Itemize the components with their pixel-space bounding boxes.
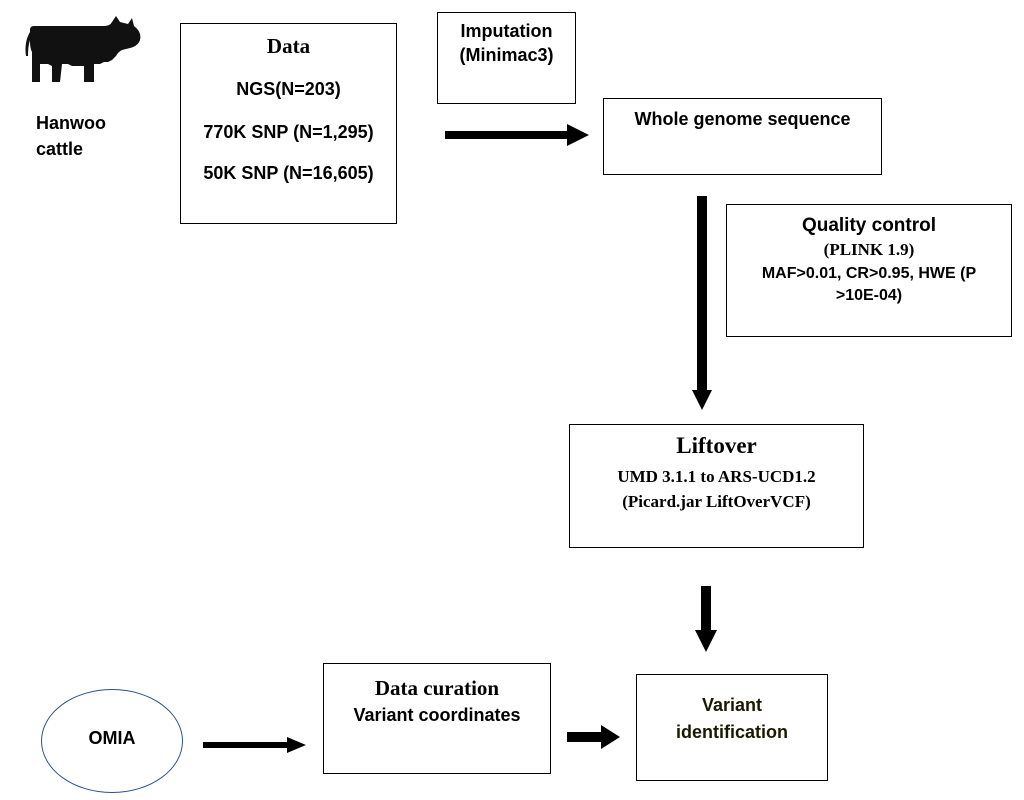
source-label-line1: Hanwoo — [36, 113, 106, 133]
omia-label: OMIA — [88, 728, 136, 748]
data-box: Data NGS(N=203) 770K SNP (N=1,295) 50K S… — [180, 23, 397, 224]
variant-identification-box: Variant identification — [636, 674, 828, 781]
liftover-box: Liftover UMD 3.1.1 to ARS-UCD1.2 (Picard… — [569, 424, 864, 548]
qc-tool: (PLINK 1.9) — [823, 240, 915, 259]
data-curation-box: Data curation Variant coordinates — [323, 663, 551, 774]
curation-subtitle: Variant coordinates — [353, 705, 521, 725]
qc-criteria-line2: >10E-04) — [835, 287, 903, 304]
imputation-line2: (Minimac3) — [459, 45, 554, 65]
arrow-data-to-wgs — [445, 124, 589, 146]
omia-node: OMIA — [41, 689, 183, 793]
data-box-line-770k: 770K SNP (N=1,295) — [203, 122, 374, 142]
qc-title: Quality control — [801, 215, 937, 236]
liftover-line1: UMD 3.1.1 to ARS-UCD1.2 — [617, 467, 816, 486]
identification-line1: Variant — [701, 695, 763, 715]
wgs-title: Whole genome sequence — [634, 109, 851, 129]
imputation-box: Imputation (Minimac3) — [437, 12, 576, 104]
data-box-title: Data — [266, 34, 311, 58]
quality-control-box: Quality control (PLINK 1.9) MAF>0.01, CR… — [726, 204, 1012, 337]
data-box-line-50k: 50K SNP (N=16,605) — [203, 163, 374, 183]
qc-criteria-line1: MAF>0.01, CR>0.95, HWE (P — [761, 265, 977, 282]
data-box-line-ngs: NGS(N=203) — [236, 79, 341, 99]
wgs-box: Whole genome sequence — [603, 98, 882, 175]
liftover-title: Liftover — [676, 433, 757, 458]
liftover-line2: (Picard.jar LiftOverVCF) — [622, 492, 811, 511]
identification-line2: identification — [676, 722, 788, 742]
arrow-wgs-to-liftover — [692, 196, 712, 410]
arrow-omia-to-curation — [203, 737, 306, 753]
curation-title: Data curation — [374, 676, 500, 700]
source-label-line2: cattle — [36, 139, 84, 159]
arrow-curation-to-identification — [567, 725, 620, 749]
cow-icon — [25, 16, 141, 82]
arrow-liftover-to-identification — [695, 586, 717, 652]
imputation-line1: Imputation — [460, 21, 553, 41]
